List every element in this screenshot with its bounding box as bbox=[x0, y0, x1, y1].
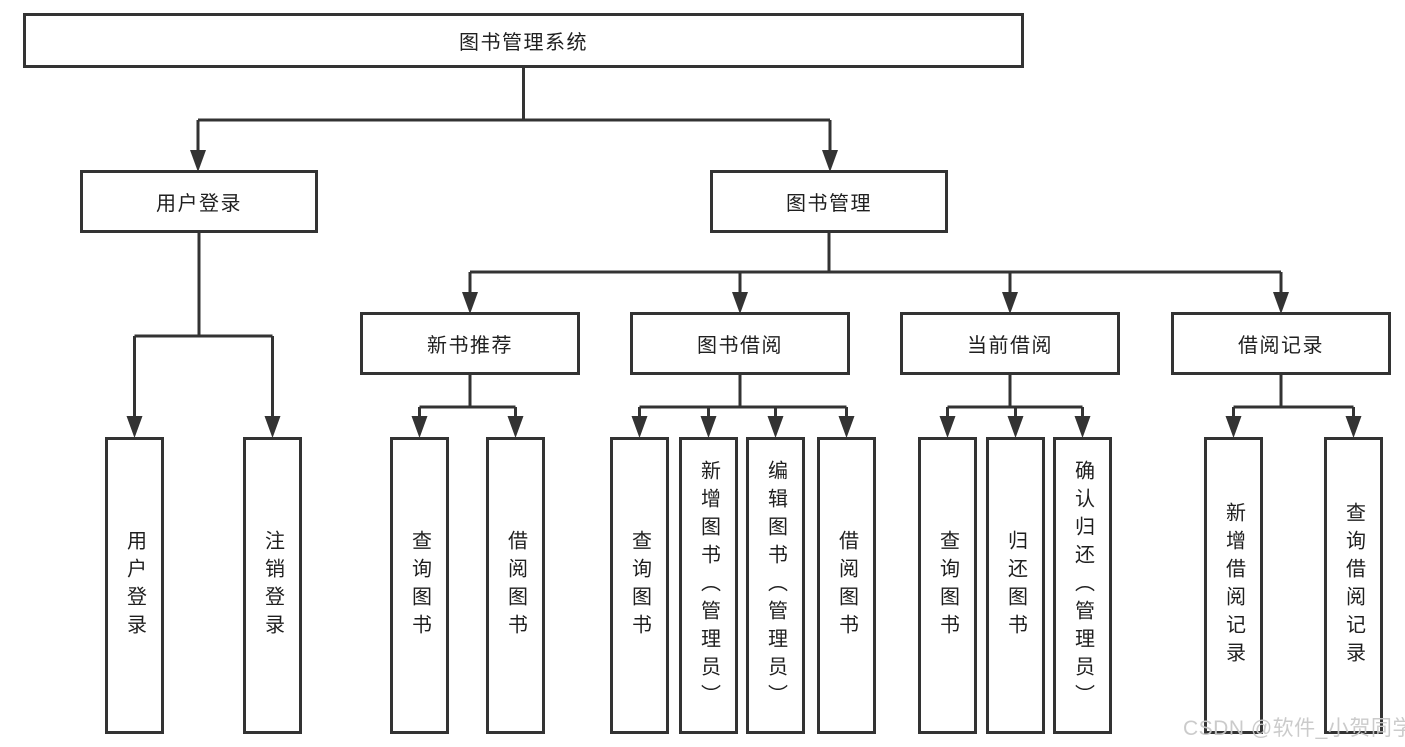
node-borrowing-records: 借阅记录 bbox=[1171, 312, 1391, 375]
node-current-borrowing: 当前借阅 bbox=[900, 312, 1120, 375]
node-query-books-recommend: 查询图书 bbox=[390, 437, 449, 734]
node-new-book-recommendation: 新书推荐 bbox=[360, 312, 580, 375]
node-confirm-return-admin: 确认归还（管理员） bbox=[1053, 437, 1112, 734]
node-user-login: 用户登录 bbox=[80, 170, 318, 233]
connector-book-management-children bbox=[462, 233, 1289, 314]
connector-book-borrowing-children bbox=[631, 375, 855, 438]
node-add-borrow-record: 新增借阅记录 bbox=[1204, 437, 1263, 734]
node-logout-login: 注销登录 bbox=[243, 437, 302, 734]
connector-borrowing-records-children bbox=[1225, 375, 1362, 438]
connector-new-book-children bbox=[411, 375, 524, 438]
node-query-books-borrowing: 查询图书 bbox=[610, 437, 669, 734]
node-edit-book-admin: 编辑图书（管理员） bbox=[746, 437, 805, 734]
node-query-books-current: 查询图书 bbox=[918, 437, 977, 734]
node-library-management-system: 图书管理系统 bbox=[23, 13, 1024, 68]
node-return-books: 归还图书 bbox=[986, 437, 1045, 734]
connector-current-borrowing-children bbox=[939, 375, 1091, 438]
node-borrow-books-recommend: 借阅图书 bbox=[486, 437, 545, 734]
csdn-watermark: CSDN @软件_小贺同学 bbox=[1183, 717, 1405, 740]
node-book-management: 图书管理 bbox=[710, 170, 948, 233]
connector-user-login-children bbox=[126, 233, 281, 438]
node-query-borrow-record: 查询借阅记录 bbox=[1324, 437, 1383, 734]
node-book-borrowing: 图书借阅 bbox=[630, 312, 850, 375]
node-user-login-leaf: 用户登录 bbox=[105, 437, 164, 734]
connector-root-to-level2 bbox=[190, 68, 838, 172]
node-borrow-books-borrowing: 借阅图书 bbox=[817, 437, 876, 734]
node-add-book-admin: 新增图书（管理员） bbox=[679, 437, 738, 734]
